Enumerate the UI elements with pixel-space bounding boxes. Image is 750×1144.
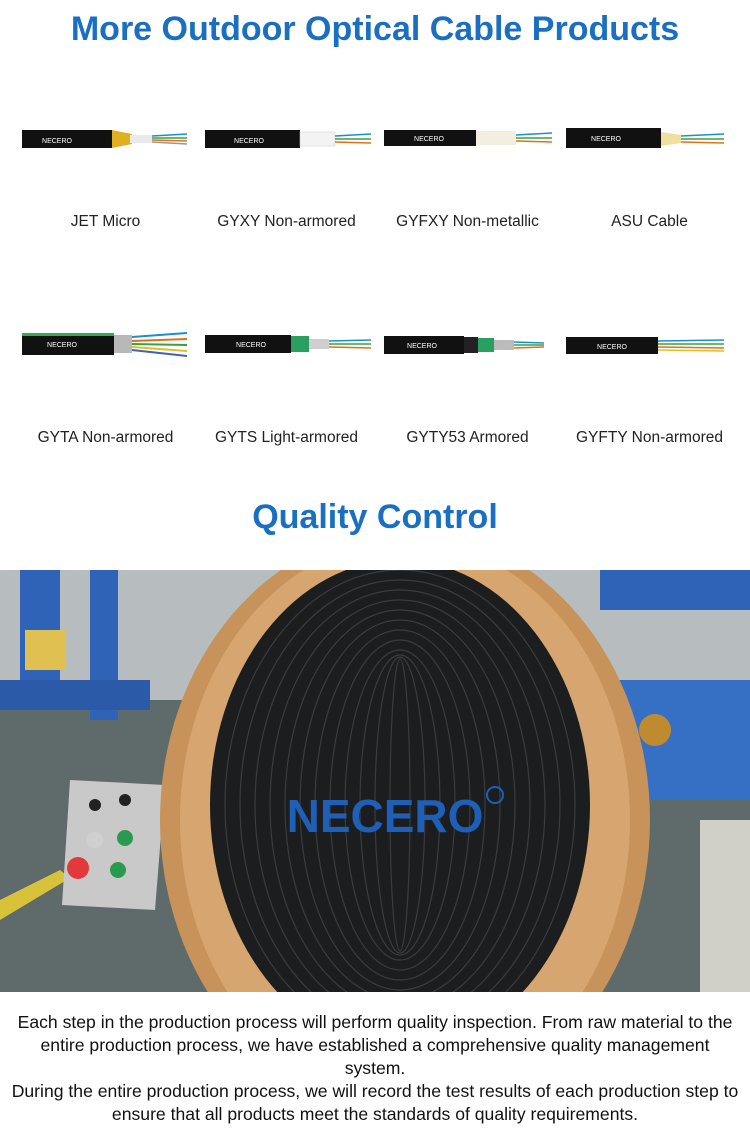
cable-image: NECERO [566,128,725,148]
product-label: GYFXY Non-metallic [396,213,539,230]
quality-paragraph-2: During the entire production process, we… [11,1081,739,1124]
svg-text:NECERO: NECERO [591,136,622,143]
product-label: JET Micro [70,213,141,230]
svg-text:NECERO: NECERO [236,342,267,349]
factory-photo: NECERO [0,570,750,992]
cable-image: NECERO [205,130,372,148]
product-card-gyfty[interactable]: NECERO GYFTY Non-armored [556,325,743,446]
product-card-asu[interactable]: NECERO ASU Cable [556,120,743,230]
svg-text:NECERO: NECERO [47,342,78,349]
svg-text:NECERO: NECERO [407,343,438,350]
product-label: GYTA Non-armored [37,429,174,446]
cable-image: NECERO [384,130,553,146]
product-grid: NECERO JET Micro NECERO GYXY Non-armored… [0,60,750,490]
product-label: ASU Cable [611,213,688,230]
product-label: GYFTY Non-armored [575,429,723,446]
product-card-gyts[interactable]: NECERO GYTS Light-armored [193,325,380,446]
cable-image: NECERO [566,337,725,354]
quality-heading: Quality Control [252,498,498,536]
watermark-text: NECERO [287,790,484,842]
svg-text:NECERO: NECERO [414,136,445,143]
registered-icon [486,786,504,804]
cable-image: NECERO [22,332,188,357]
cable-image: NECERO [205,335,372,353]
product-label: GYTS Light-armored [215,429,358,446]
product-card-gyxy[interactable]: NECERO GYXY Non-armored [193,120,380,230]
quality-paragraph-1: Each step in the production process will… [17,1012,733,1078]
svg-text:NECERO: NECERO [597,344,628,351]
product-label: GYTY53 Armored [406,429,529,446]
cable-image: NECERO [384,336,545,354]
brand-text: NECERO [42,138,73,145]
product-card-gyta[interactable]: NECERO GYTA Non-armored [12,325,199,446]
product-card-jet-micro[interactable]: NECERO JET Micro [12,120,199,230]
product-card-gyty53[interactable]: NECERO GYTY53 Armored [374,325,561,446]
cable-image: NECERO [22,130,188,148]
svg-text:NECERO: NECERO [234,138,265,145]
products-heading: More Outdoor Optical Cable Products [70,10,680,48]
product-card-gyfxy[interactable]: NECERO GYFXY Non-metallic [374,120,561,230]
product-label: GYXY Non-armored [217,213,356,230]
